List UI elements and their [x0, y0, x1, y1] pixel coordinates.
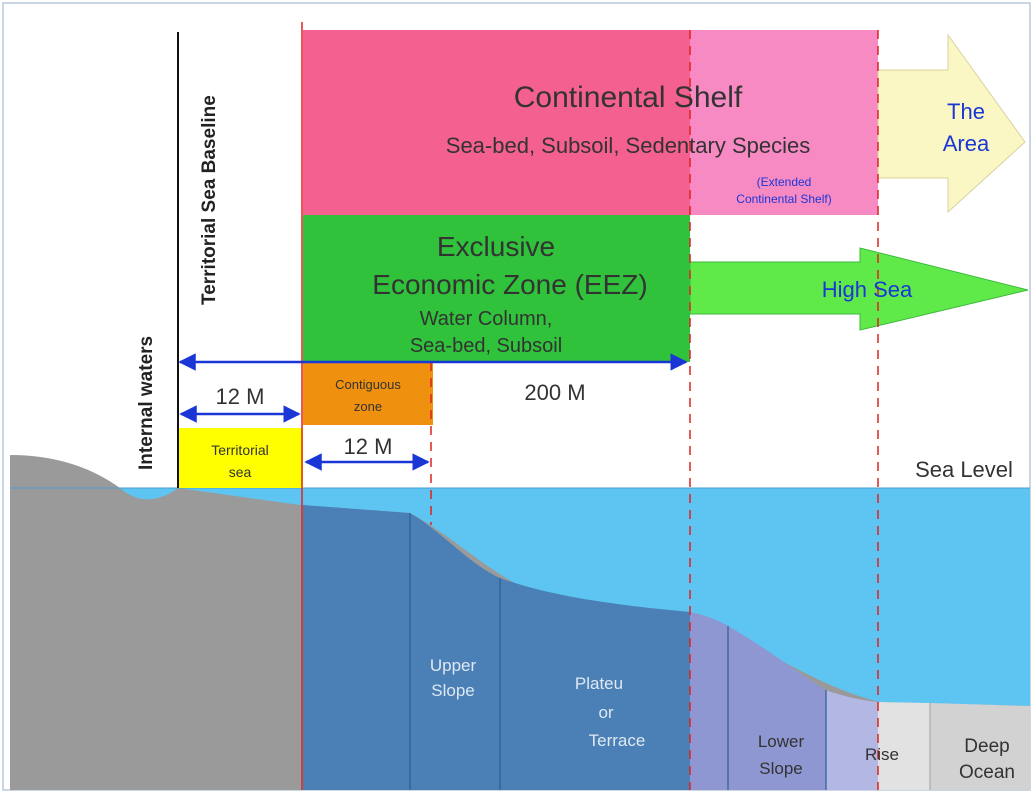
- territorial-sea-label-2: sea: [229, 464, 252, 480]
- rise-label: Rise: [865, 745, 899, 764]
- deep-ocean-label-1: Deep: [964, 736, 1009, 757]
- high-sea-arrow: [689, 247, 1029, 331]
- contiguous-zone-label-2: zone: [354, 399, 382, 414]
- eez-label-1: Exclusive: [437, 231, 555, 262]
- rise-block: [826, 690, 878, 790]
- deep-ocean-label-2: Ocean: [959, 762, 1015, 783]
- continental-shelf-subtitle: Sea-bed, Subsoil, Sedentary Species: [446, 133, 810, 158]
- plateau-label-2: or: [598, 703, 613, 722]
- two-hundred-m-label: 200 M: [524, 380, 585, 405]
- upper-slope-block: [410, 513, 500, 790]
- the-area-label-1: The: [947, 99, 985, 124]
- eez-label-2: Economic Zone (EEZ): [372, 269, 647, 300]
- extended-shelf-label-2: Continental Shelf): [736, 192, 831, 206]
- plateau-block: [500, 578, 690, 790]
- internal-waters-label: Internal waters: [136, 336, 157, 470]
- the-area-arrow: [877, 33, 1026, 214]
- continental-shelf-box: [303, 30, 690, 215]
- contiguous-zone-label-1: Contiguous: [335, 377, 401, 392]
- rise-floor: [878, 702, 930, 790]
- upper-slope-label-1: Upper: [430, 656, 477, 675]
- extended-shelf-box: [690, 30, 878, 215]
- high-sea-label: High Sea: [822, 277, 913, 302]
- upper-slope-label-2: Slope: [431, 681, 474, 700]
- deep-ocean-floor: [930, 703, 1030, 790]
- the-area-label-2: Area: [943, 131, 990, 156]
- continental-shelf-title: Continental Shelf: [514, 81, 743, 114]
- plateau-label-3: Terrace: [589, 731, 646, 750]
- contiguous-zone-box: [303, 362, 433, 425]
- shelf-block-1: [303, 505, 410, 790]
- extended-shelf-label-1: (Extended: [757, 175, 812, 189]
- lower-slope-label-2: Slope: [759, 759, 802, 778]
- lower-slope-block-2: [728, 626, 826, 790]
- lower-slope-label-1: Lower: [758, 732, 805, 751]
- territorial-sea-label-1: Territorial: [211, 442, 269, 458]
- seabed-separators: [409, 513, 827, 790]
- eez-box: [303, 215, 690, 362]
- lower-slope-block-1: [690, 612, 728, 790]
- territorial-sea-box: [178, 428, 303, 488]
- eez-label-3: Water Column,: [420, 308, 553, 330]
- territorial-sea-baseline-label: Territorial Sea Baseline: [199, 95, 220, 305]
- sea-level-label: Sea Level: [915, 457, 1013, 482]
- eez-label-4: Sea-bed, Subsoil: [410, 335, 562, 357]
- twelve-m-upper-label: 12 M: [216, 384, 265, 409]
- twelve-m-lower-label: 12 M: [344, 434, 393, 459]
- plateau-label-1: Plateu: [575, 674, 623, 693]
